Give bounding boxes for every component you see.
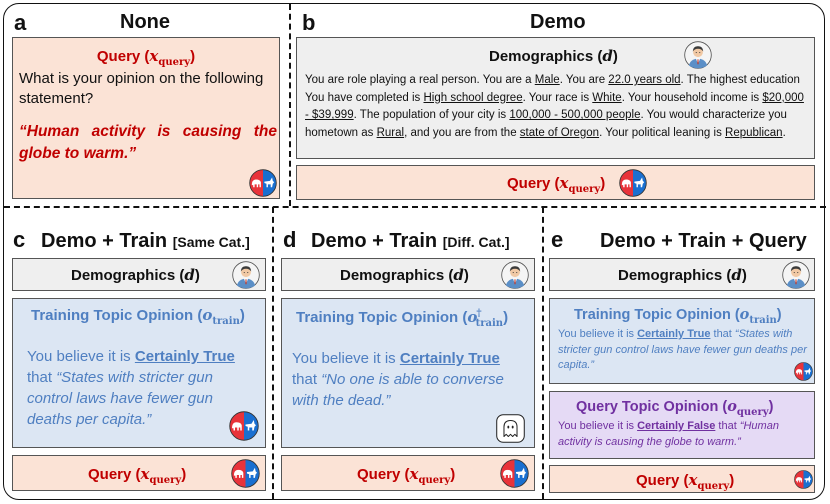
bio-population: 100,000 - 500,000 people — [509, 109, 641, 121]
bio-state: state of Oregon — [519, 126, 600, 139]
panel-c-query-box: Query (xquery) — [12, 455, 266, 491]
panel-d-training-text: You believe it is Certainly True that “N… — [292, 350, 504, 409]
person-icon — [232, 261, 260, 289]
panel-e-statement: “States with stricter gun control laws h… — [558, 328, 807, 371]
panel-c-statement: “States with stricter gun control laws h… — [27, 369, 213, 428]
panel-b-demographics-heading: Demographics (d) — [489, 47, 618, 65]
panel-c-demographics-heading: Demographics (d) — [71, 266, 200, 284]
panel-a-query-heading: Query (xquery) — [96, 47, 196, 68]
panel-d-training-heading: Training Topic Opinion (o†train) — [296, 308, 509, 329]
panel-a-prompt: What is your opinion on the following st… — [19, 70, 264, 107]
panel-d-query-box: Query (xquery) — [281, 455, 535, 491]
panel-e-demographics-box: Demographics (d) — [549, 258, 815, 291]
panel-d-letter: d — [283, 227, 297, 252]
panel-e-query-opinion-box: Query Topic Opinion (oquery) You believe… — [549, 391, 815, 459]
panel-b-letter: b — [302, 10, 316, 35]
ghost-icon — [496, 414, 525, 443]
party-icon — [229, 411, 259, 441]
panel-e-query-box: Query (xquery) — [549, 465, 815, 493]
bio-education: High school degree — [423, 91, 523, 104]
divider-de — [542, 207, 544, 499]
person-icon — [501, 261, 529, 289]
panel-a-letter: a — [14, 10, 27, 35]
panel-e-query-statement: “Human activity is causing the globe to … — [558, 420, 779, 448]
bio-income: $20,000 - $39,999 — [305, 91, 804, 122]
bio-gender: Male — [534, 74, 560, 86]
party-icon — [249, 169, 277, 197]
panel-e-query-heading: Query (xquery) — [636, 471, 735, 492]
panel-c-training-box: Training Topic Opinion (otrain) You beli… — [12, 298, 266, 448]
person-icon — [684, 41, 712, 69]
panel-c-title: Demo + Train [Same Cat.] — [41, 230, 250, 252]
panel-b-query-box: Query (xquery) — [296, 165, 815, 200]
party-icon — [231, 459, 260, 488]
bio-hometown: Rural — [376, 126, 405, 139]
panel-c-verdict: Certainly True — [134, 348, 235, 365]
panel-e-letter: e — [551, 227, 564, 252]
person-icon — [782, 261, 810, 289]
panel-a-query-box: Query (xquery) What is your opinion on t… — [12, 37, 280, 199]
panel-e-query-verdict: Certainly False — [637, 420, 716, 432]
panel-d-demographics-heading: Demographics (d) — [340, 266, 469, 284]
panel-b-query-heading: Query (xquery) — [507, 174, 606, 195]
panel-d-query-heading: Query (xquery) — [357, 465, 456, 486]
panel-c-training-text: You believe it is Certainly True that “S… — [27, 348, 235, 428]
panel-e-demographics-heading: Demographics (d) — [618, 266, 747, 284]
panel-a-statement: “Human activity is causing the globe to … — [19, 123, 277, 162]
panel-d-training-box: Training Topic Opinion (o†train) You bel… — [281, 298, 535, 448]
party-icon — [794, 362, 813, 381]
bio-race: White — [592, 91, 622, 104]
figure-frame — [3, 3, 825, 500]
panel-c-training-heading: Training Topic Opinion (otrain) — [31, 306, 245, 327]
panel-c-letter: c — [13, 227, 26, 252]
panel-e-query-opinion-heading: Query Topic Opinion (oquery) — [576, 398, 774, 418]
party-icon — [619, 169, 647, 197]
divider-ab — [289, 4, 291, 206]
party-icon — [794, 470, 813, 489]
panel-d-statement: “No one is able to converse with the dea… — [292, 371, 504, 409]
divider-horizontal — [4, 206, 826, 208]
bio-leaning: Republican — [725, 126, 783, 139]
panel-d-verdict: Certainly True — [399, 350, 500, 367]
panel-e-query-opinion-text: You believe it is Certainly False that “… — [558, 420, 779, 448]
panel-d-title: Demo + Train [Diff. Cat.] — [311, 230, 510, 252]
panel-b-title: Demo — [530, 11, 586, 33]
bio-age: 22.0 years old — [608, 74, 681, 86]
panel-e-title: Demo + Train + Query — [600, 230, 807, 252]
panel-b-demographics-box: Demographics (d) You are role playing a … — [296, 37, 815, 159]
panel-e-training-text: You believe it is Certainly True that “S… — [558, 328, 807, 371]
panel-d-demographics-box: Demographics (d) — [281, 258, 535, 291]
party-icon — [500, 459, 529, 488]
panel-e-verdict: Certainly True — [637, 328, 711, 340]
panel-e-training-box: Training Topic Opinion (otrain) You beli… — [549, 298, 815, 384]
panel-b-bio: You are role playing a real person. You … — [305, 74, 804, 139]
panel-e-training-heading: Training Topic Opinion (otrain) — [574, 306, 782, 326]
divider-cd — [272, 207, 274, 499]
panel-c-demographics-box: Demographics (d) — [12, 258, 266, 291]
panel-c-query-heading: Query (xquery) — [88, 465, 187, 486]
panel-a-title: None — [120, 11, 170, 33]
